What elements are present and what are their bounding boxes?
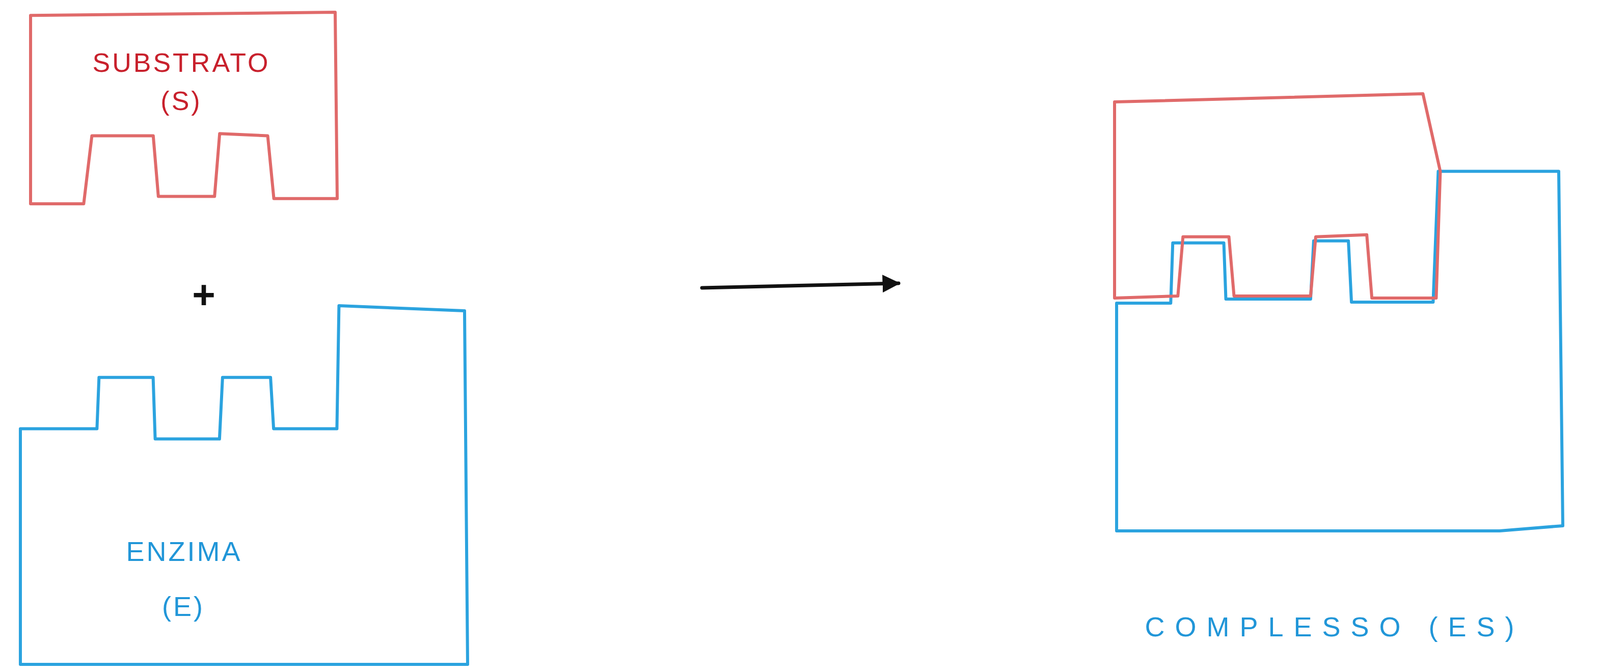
shape-outline	[1107, 87, 1565, 541]
outline-path	[30, 12, 338, 204]
substrate-shape: SUBSTRATO (S)	[28, 10, 340, 206]
outline-path	[20, 305, 468, 665]
outline-path	[1114, 93, 1441, 298]
outline-path	[1116, 171, 1563, 531]
reaction-arrow	[701, 283, 899, 288]
shape-label: ENZIMA (E)	[125, 523, 241, 634]
shape-outline	[18, 303, 470, 667]
complex-shape: COMPLESSO (ES)	[1107, 87, 1565, 541]
plus-sign: +	[192, 274, 216, 315]
enzyme-shape: ENZIMA (E)	[18, 303, 470, 667]
shape-label: SUBSTRATO (S)	[92, 43, 270, 121]
shape-label: COMPLESSO (ES)	[1144, 610, 1525, 644]
